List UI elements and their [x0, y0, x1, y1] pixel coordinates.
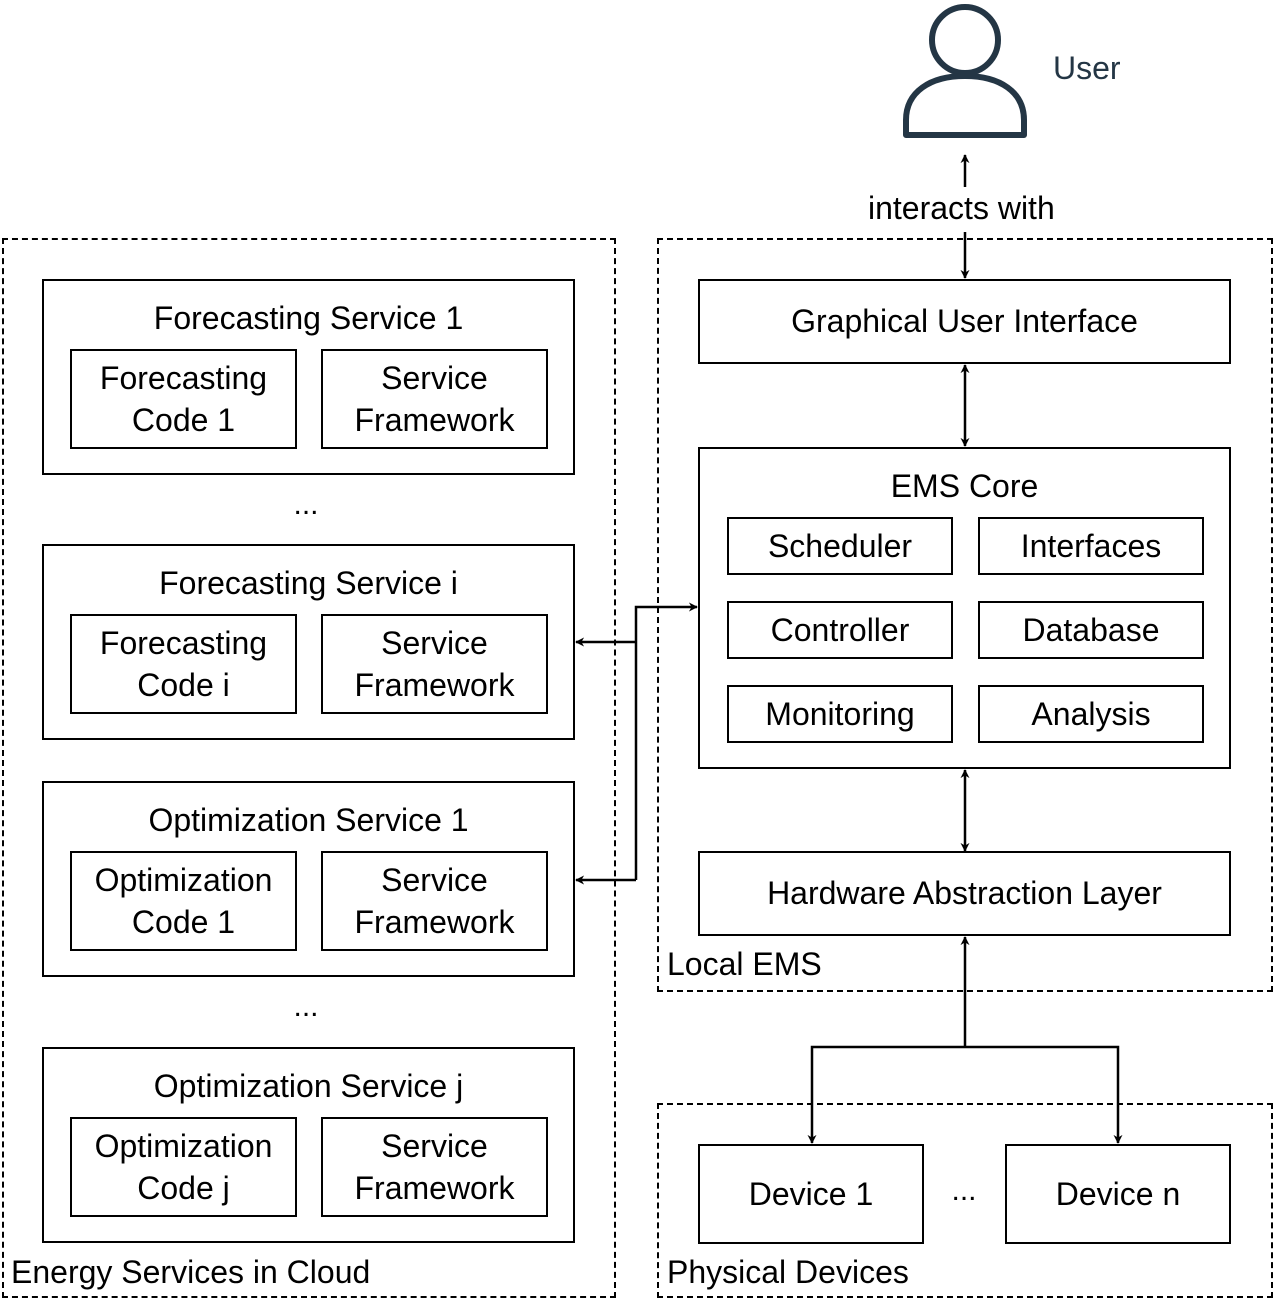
module-analysis: Analysis: [978, 685, 1204, 743]
module-interfaces: Interfaces: [978, 517, 1204, 575]
ems-core-box: EMS Core Scheduler Interfaces Controller…: [698, 447, 1231, 769]
physical-devices-label: Physical Devices: [667, 1254, 909, 1290]
service-optimization-j: Optimization Service j Optimization Code…: [42, 1047, 575, 1243]
local-ems-label: Local EMS: [667, 946, 822, 982]
service-title: Forecasting Service 1: [153, 300, 464, 336]
local-ems-container: [657, 238, 1273, 992]
service-title: Forecasting Service i: [159, 565, 458, 601]
module-controller: Controller: [727, 601, 953, 659]
code-box: Forecasting Code 1: [70, 349, 297, 449]
ellipsis-optimization: ...: [293, 990, 319, 1023]
cloud-container: [2, 238, 616, 1298]
framework-box: Service Framework: [321, 614, 548, 714]
gui-box: Graphical User Interface: [698, 279, 1231, 364]
wire-devices: [807, 1045, 1123, 1144]
physical-devices-container: [657, 1103, 1273, 1298]
module-monitoring: Monitoring: [727, 685, 953, 743]
service-title: Optimization Service j: [153, 1068, 464, 1104]
user-label: User: [1053, 50, 1121, 86]
service-title: Optimization Service 1: [148, 802, 469, 838]
cloud-label: Energy Services in Cloud: [11, 1254, 371, 1290]
wire-cloud-core: [634, 602, 698, 880]
service-forecasting-i: Forecasting Service i Forecasting Code i…: [42, 544, 575, 740]
module-scheduler: Scheduler: [727, 517, 953, 575]
ellipsis-devices: ...: [951, 1174, 977, 1207]
framework-box: Service Framework: [321, 1117, 548, 1217]
user-icon: [903, 4, 1027, 138]
interacts-with-label: interacts with: [866, 190, 1057, 226]
hal-box: Hardware Abstraction Layer: [698, 851, 1231, 936]
service-optimization-1: Optimization Service 1 Optimization Code…: [42, 781, 575, 977]
module-database: Database: [978, 601, 1204, 659]
framework-box: Service Framework: [321, 851, 548, 951]
framework-box: Service Framework: [321, 349, 548, 449]
device-1: Device 1: [698, 1144, 924, 1244]
code-box: Forecasting Code i: [70, 614, 297, 714]
service-forecasting-1: Forecasting Service 1 Forecasting Code 1…: [42, 279, 575, 475]
code-box: Optimization Code 1: [70, 851, 297, 951]
ellipsis-forecasting: ...: [293, 488, 319, 521]
ems-core-title: EMS Core: [890, 468, 1039, 504]
code-box: Optimization Code j: [70, 1117, 297, 1217]
device-n: Device n: [1005, 1144, 1231, 1244]
